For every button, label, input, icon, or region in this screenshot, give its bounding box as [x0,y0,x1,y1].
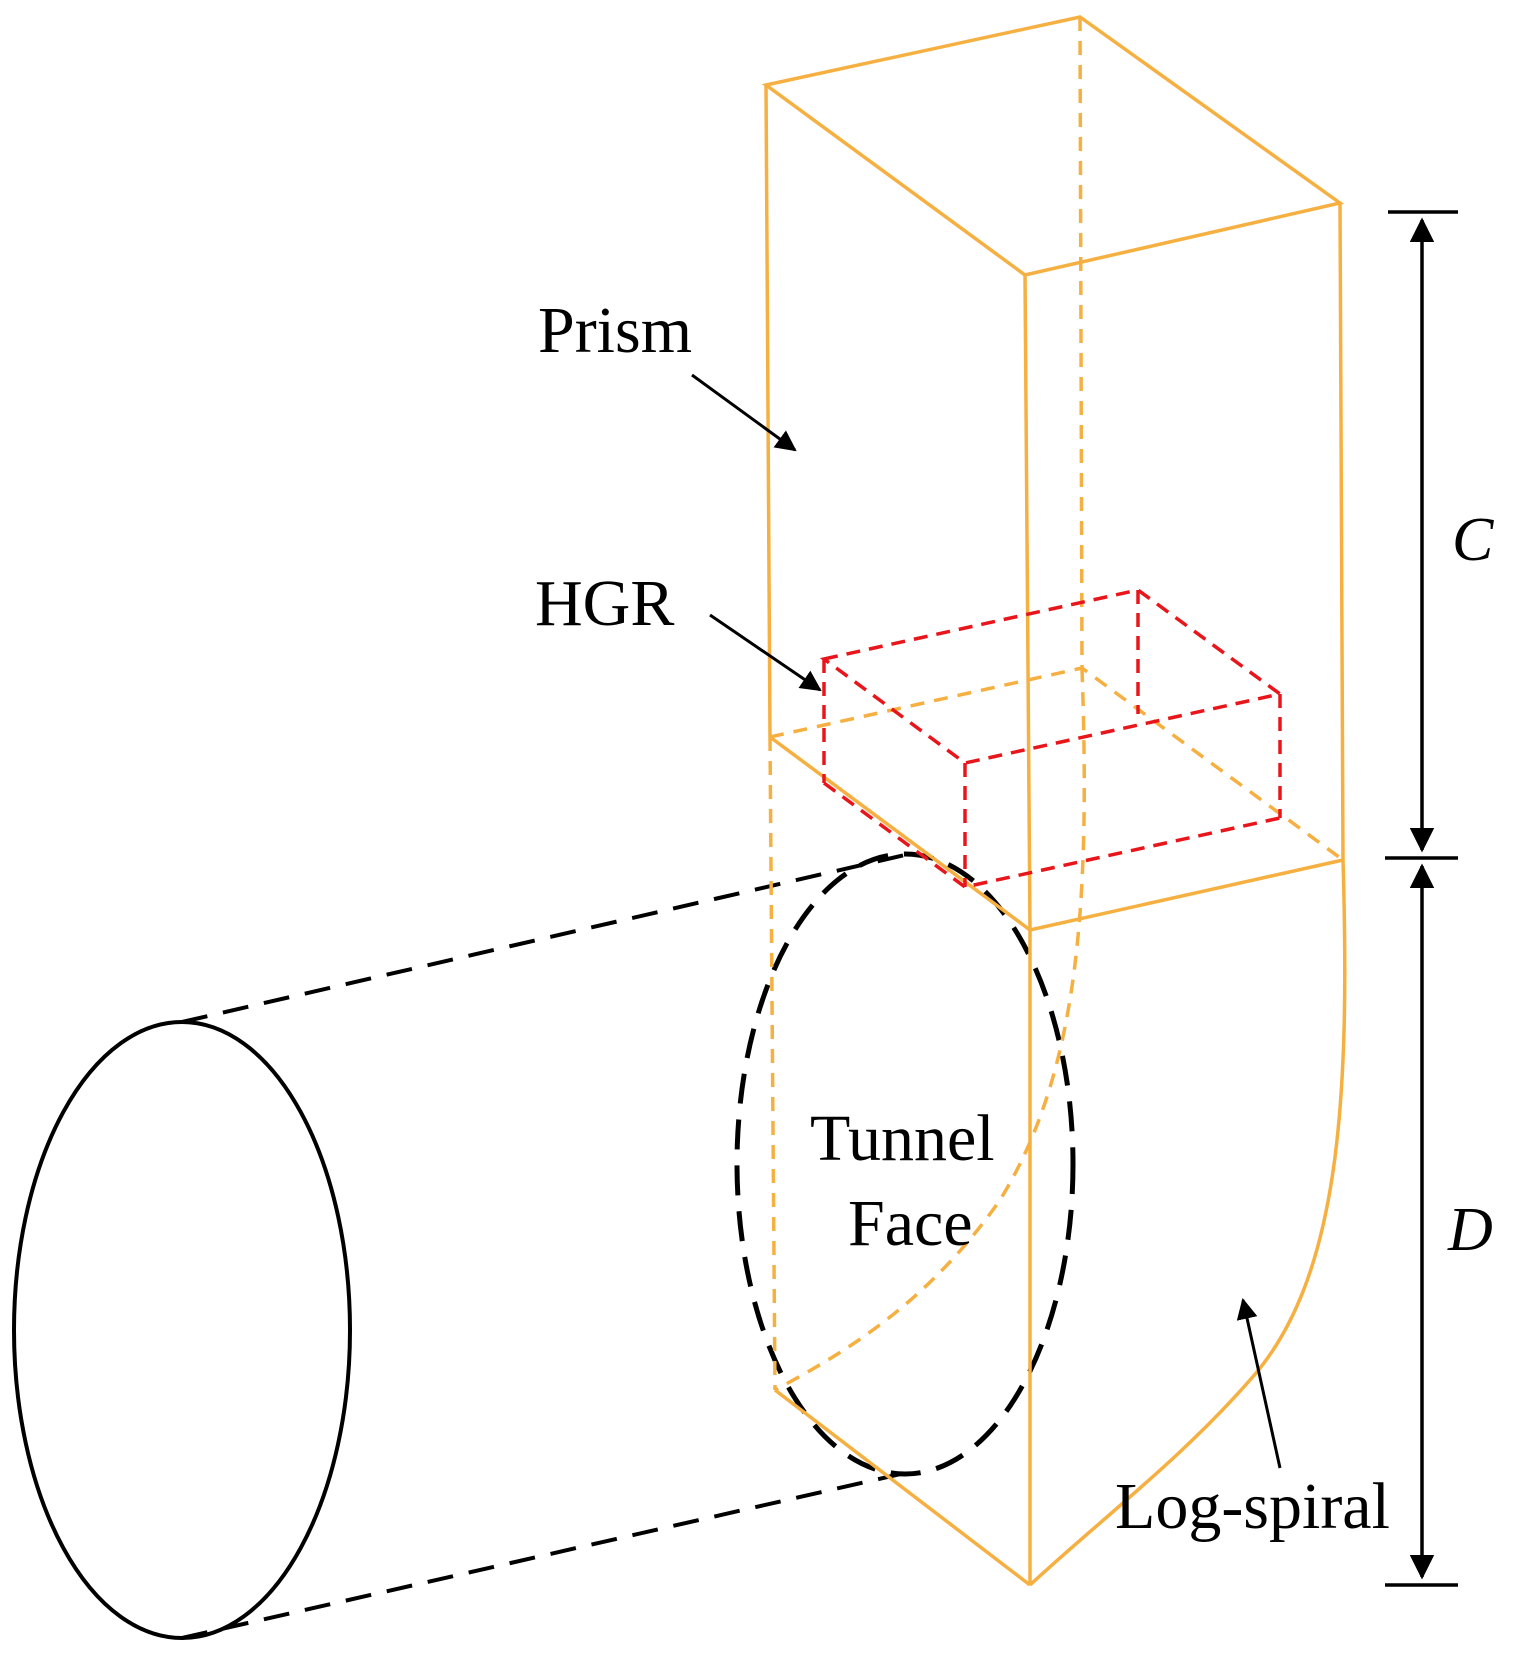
hgr-top-face [819,588,1285,765]
tunnel-cross-section-ellipse [12,1020,352,1640]
log-spiral-callout-arrow [1236,1297,1282,1469]
hgr-callout-arrow [709,613,822,692]
log-spiral-curve [1028,859,1347,1587]
block-left-bottom-edge [773,1388,1032,1587]
dimension-c-label: C [1452,506,1494,574]
prism-block [761,15,1347,1587]
tunnel-face-ellipse [734,851,1076,1477]
prism-bottom-hidden-edges [769,666,1345,862]
prism-callout-arrow [691,373,797,452]
prism-top-face [761,15,1345,277]
dimensions [1385,210,1458,1587]
prism-back-right-edge [1338,202,1345,861]
prism-front-right-edge [1023,274,1032,931]
callout-arrows [691,373,1282,1469]
prism-hidden-edges [768,16,1345,1392]
log-spiral-hidden-curve [774,667,1087,1392]
prism-front-left-edge [764,84,772,738]
tunnel-face-label-line2: Face [848,1187,973,1260]
prism-bottom-visible-edges [768,735,1344,932]
tunnel-bottom-generator-line [181,1471,906,1640]
dimension-d-label: D [1447,1196,1493,1264]
tunnel-face-label-line1: Tunnel [810,1102,995,1175]
tunnel-top-generator-line [181,853,906,1024]
log-spiral-label: Log-spiral [1115,1470,1390,1543]
hgr-bottom-edges [822,781,1281,889]
hgr-label: HGR [535,567,674,640]
hgr-box [819,588,1285,889]
tunnel [12,851,1076,1640]
block-left-hidden-edge [768,736,777,1391]
prism-back-left-hidden-edge [1078,16,1084,669]
prism-label: Prism [538,294,692,367]
